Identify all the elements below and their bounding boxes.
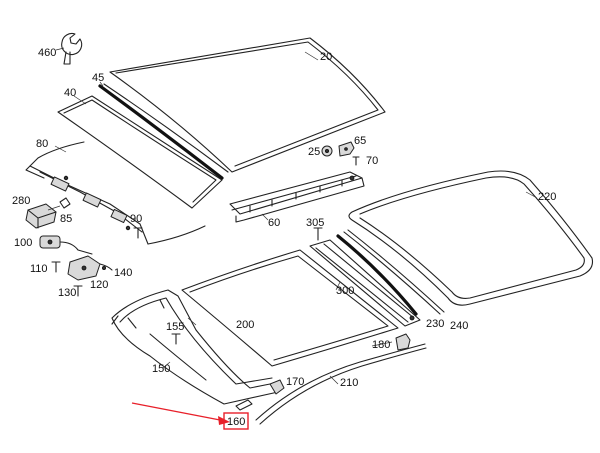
label-180: 180 [372,339,390,351]
label-85: 85 [60,213,72,225]
label-155: 155 [166,321,184,333]
seal-240 [343,229,445,315]
label-65: 65 [354,135,366,147]
part-170 [269,379,285,395]
label-200: 200 [236,319,254,331]
motor-140 [67,255,113,281]
label-120: 120 [90,279,108,291]
frame-150 [111,289,279,405]
label-160: 160 [227,416,245,428]
fitting-25 [321,145,333,157]
label-150: 150 [152,363,170,375]
label-45: 45 [92,72,104,84]
clip-85 [59,197,71,209]
label-460: 460 [38,47,56,59]
screw-110 [51,261,61,273]
label-170: 170 [286,376,304,388]
label-70: 70 [366,155,378,167]
screw-70 [352,156,360,166]
label-280: 280 [12,195,30,207]
bracket-180 [395,333,411,351]
screw-90 [133,227,143,239]
screw-155 [171,333,181,345]
label-220: 220 [538,191,556,203]
labels: 460 45 20 40 65 25 70 80 220 280 85 90 6… [12,47,556,428]
label-60: 60 [268,217,280,229]
label-110: 110 [30,263,48,275]
roof-panel-20 [109,37,386,173]
label-40: 40 [64,87,76,99]
drain-hose-210 [255,343,427,425]
glass-panel-40 [57,95,223,209]
label-25: 25 [308,146,320,158]
screw-305 [313,227,323,241]
glass-panel-200 [181,249,399,367]
label-100: 100 [14,237,32,249]
seal-230 [336,234,418,316]
cross-member-60 [229,171,365,223]
highlight-box [223,412,249,430]
label-90: 90 [130,213,142,225]
wrench-icon [61,32,83,65]
label-140: 140 [114,267,132,279]
label-130: 130 [58,287,76,299]
label-300: 300 [336,285,354,297]
part-160 [235,399,253,411]
label-230: 230 [426,318,444,330]
leader-lines [47,47,538,385]
module-280 [25,203,57,229]
highlight-arrow [131,402,230,425]
frame-gasket-220 [348,170,594,306]
cable-harness-80 [25,141,206,245]
label-240: 240 [450,320,468,332]
label-210: 210 [340,377,358,389]
label-305: 305 [306,217,324,229]
bracket-65 [338,141,355,157]
side-rail-300 [309,239,421,327]
label-20: 20 [320,51,332,63]
seal-strip-45 [98,83,229,180]
screw-130 [73,285,83,297]
label-80: 80 [36,138,48,150]
motor-100 [39,235,93,255]
